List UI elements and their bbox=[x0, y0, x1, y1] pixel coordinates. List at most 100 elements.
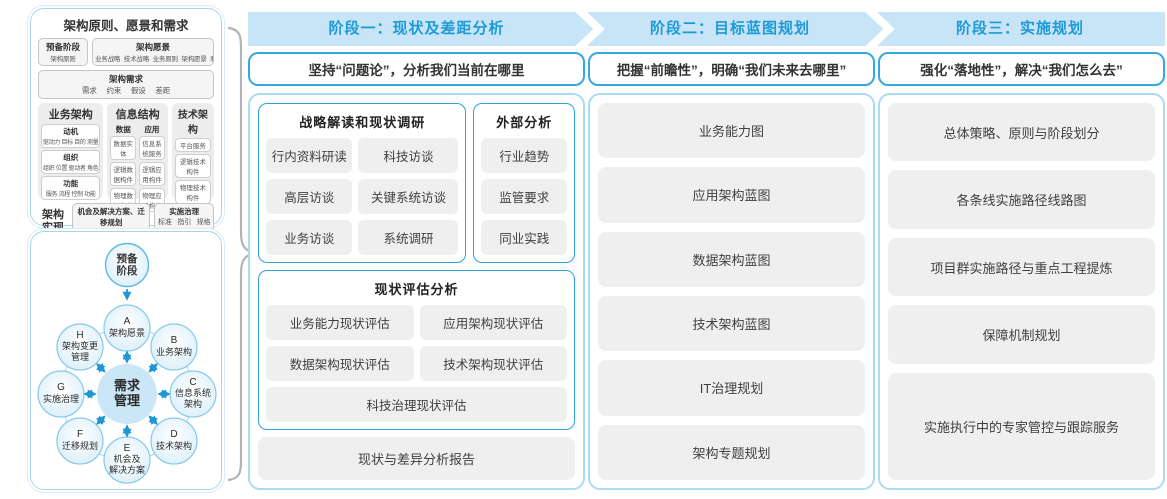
phase3-item: 各条线实施路径线路图 bbox=[888, 170, 1155, 229]
framework-row-domains: 业务架构 动机 驱动力 目标 目的 测量 组织 组织 位置 驱动者 角色 功能 … bbox=[38, 103, 214, 212]
prep-phase-items: 架构原则 bbox=[50, 56, 76, 63]
vision-title: 架构愿景 bbox=[135, 42, 170, 52]
logical-data-box: 逻辑数据构件 bbox=[110, 162, 137, 186]
prep-phase-title: 预备阶段 bbox=[45, 42, 80, 52]
chevron-divider-2 bbox=[865, 12, 895, 46]
framework-title: 架构原则、愿景和需求 bbox=[63, 19, 189, 33]
strategy-research-grid: 行内资料研读 科技访谈 高层访谈 关键系统访谈 业务访谈 系统调研 bbox=[266, 138, 459, 255]
external-item: 监管要求 bbox=[481, 179, 567, 214]
prep-phase-box: 预备阶段 架构原则 bbox=[38, 38, 88, 66]
motivation-items: 驱动力 目标 目的 测量 bbox=[43, 140, 99, 146]
external-item: 同业实践 bbox=[481, 220, 567, 255]
phase2-item: 技术架构蓝图 bbox=[598, 295, 865, 352]
requirements-title: 架构需求 bbox=[108, 74, 143, 84]
node-b-circle bbox=[150, 323, 198, 371]
phase1-top-row: 战略解读和现状调研 行内资料研读 科技访谈 高层访谈 关键系统访谈 业务访谈 系… bbox=[258, 103, 575, 263]
phase-header-band bbox=[248, 12, 1165, 46]
phase2-header: 阶段二：目标蓝图规划 bbox=[649, 20, 810, 37]
phase2-subtitle: 把握“前瞻性”，明确“我们未来去哪里” bbox=[588, 52, 875, 86]
assessment-item: 技术架构现状评估 bbox=[419, 346, 567, 381]
data-column-title: 数据 bbox=[115, 125, 131, 134]
phase3-container: 总体策略、原则与阶段划分 各条线实施路径线路图 项目群实施路径与重点工程提炼 保… bbox=[878, 93, 1165, 490]
information-structure-title: 信息结构 bbox=[115, 109, 160, 121]
technical-architecture-body: 平台服务 逻辑技术构件 物理技术构件 bbox=[174, 138, 211, 204]
adm-cycle-diagram: 预备阶段 需求管理 bbox=[37, 242, 217, 484]
vision-items: 业务战略 技术战略 业务原则 架构愿景 利益相关者 bbox=[95, 56, 213, 63]
phase2-item: 应用架构蓝图 bbox=[598, 167, 865, 223]
requirements-management-label: 需求管理 bbox=[114, 378, 141, 408]
phase3-item: 项目群实施路径与重点工程提炼 bbox=[888, 237, 1155, 297]
technical-architecture-title: 技术架构 bbox=[177, 110, 208, 136]
gap-analysis-report-box: 现状与差异分析报告 bbox=[258, 437, 575, 480]
node-f-circle bbox=[56, 417, 104, 465]
current-assessment-grid: 业务能力现状评估 应用架构现状评估 数据架构现状评估 技术架构现状评估 科技治理… bbox=[266, 305, 567, 422]
current-assessment-box: 现状评估分析 业务能力现状评估 应用架构现状评估 数据架构现状评估 技术架构现状… bbox=[258, 270, 575, 430]
phase3-item: 实施执行中的专家管控与跟踪服务 bbox=[888, 372, 1155, 480]
research-item: 关键系统访谈 bbox=[358, 179, 459, 214]
external-analysis-title: 外部分析 bbox=[496, 115, 553, 130]
function-box: 功能 服务 流程 控制 功能 bbox=[41, 176, 101, 200]
application-column-title: 应用 bbox=[144, 125, 160, 134]
data-column-body: 数据实体 逻辑数据构件 物理数据构件 bbox=[110, 136, 137, 212]
strategy-research-title: 战略解读和现状调研 bbox=[299, 115, 426, 130]
organization-items: 组织 位置 驱动者 角色 bbox=[43, 166, 99, 172]
governance-title: 实施治理 bbox=[169, 207, 200, 216]
business-architecture-body: 动机 驱动力 目标 目的 测量 组织 组织 位置 驱动者 角色 功能 服务 流程… bbox=[41, 124, 101, 200]
research-item: 高层访谈 bbox=[266, 179, 353, 214]
node-d-circle bbox=[150, 417, 198, 465]
center-double-arrows bbox=[83, 350, 171, 438]
realization-label-line1: 架构 bbox=[42, 208, 64, 221]
strategy-research-box: 战略解读和现状调研 行内资料研读 科技访谈 高层访谈 关键系统访谈 业务访谈 系… bbox=[258, 103, 467, 263]
function-title: 功能 bbox=[63, 179, 79, 188]
external-item: 行业趋势 bbox=[481, 138, 567, 173]
info-system-service-box: 信息系统服务 bbox=[139, 136, 165, 160]
requirements-management-circle bbox=[97, 364, 157, 424]
phase2-item: 架构专题规划 bbox=[598, 424, 865, 480]
physical-tech-box: 物理技术构件 bbox=[174, 180, 211, 204]
external-analysis-box: 外部分析 行业趋势 监管要求 同业实践 bbox=[473, 103, 575, 263]
logical-app-box: 逻辑应用构件 bbox=[139, 162, 165, 186]
opportunity-title: 机会及解决方案、迁移规划 bbox=[77, 207, 145, 227]
phase3-item: 保障机制规划 bbox=[888, 305, 1155, 364]
phase1-container: 战略解读和现状调研 行内资料研读 科技访谈 高层访谈 关键系统访谈 业务访谈 系… bbox=[248, 93, 585, 490]
phase2-item: 业务能力图 bbox=[598, 103, 865, 159]
logical-tech-box: 逻辑技术构件 bbox=[174, 154, 211, 178]
framework-row-vision: 预备阶段 架构原则 架构愿景 业务战略 技术战略 业务原则 架构愿景 利益相关者 bbox=[38, 38, 214, 66]
requirements-items: 需求 约束 假设 差距 bbox=[81, 86, 171, 95]
technical-architecture-section: 技术架构 平台服务 逻辑技术构件 物理技术构件 bbox=[171, 103, 214, 204]
research-item: 行内资料研读 bbox=[266, 138, 353, 173]
information-structure-section: 信息结构 数据 数据实体 逻辑数据构件 物理数据构件 应用 信息系统服务 bbox=[107, 103, 168, 212]
phase2-stack: 业务能力图 应用架构蓝图 数据架构蓝图 技术架构蓝图 IT治理规划 架构专题规划 bbox=[598, 103, 865, 480]
assessment-item: 业务能力现状评估 bbox=[266, 305, 414, 340]
phase1-subtitle: 坚持“问题论”，分析我们当前在哪里 bbox=[248, 52, 585, 86]
phase3-item: 总体策略、原则与阶段划分 bbox=[888, 103, 1155, 162]
organization-title: 组织 bbox=[63, 153, 79, 162]
data-entity-box: 数据实体 bbox=[110, 136, 137, 160]
current-assessment-title: 现状评估分析 bbox=[374, 282, 459, 297]
function-items: 服务 流程 控制 功能 bbox=[45, 192, 96, 198]
phase3-header: 阶段三：实施规划 bbox=[955, 20, 1084, 37]
prep-phase-circle bbox=[104, 242, 150, 288]
external-analysis-list: 行业趋势 监管要求 同业实践 bbox=[481, 138, 567, 255]
adm-cycle-panel: 预备阶段 需求管理 bbox=[30, 231, 222, 490]
framework-row-requirements: 架构需求 需求 约束 假设 差距 bbox=[38, 70, 214, 99]
phase2-item: 数据架构蓝图 bbox=[598, 231, 865, 287]
phase3-stack: 总体策略、原则与阶段划分 各条线实施路径线路图 项目群实施路径与重点工程提炼 保… bbox=[888, 103, 1155, 480]
chevron-divider-1 bbox=[575, 12, 605, 46]
phase2-container: 业务能力图 应用架构蓝图 数据架构蓝图 技术架构蓝图 IT治理规划 架构专题规划 bbox=[588, 93, 875, 490]
research-item: 科技访谈 bbox=[358, 138, 459, 173]
organization-box: 组织 组织 位置 驱动者 角色 bbox=[41, 150, 101, 174]
phase3-subtitle: 强化“落地性”，解决“我们怎么去” bbox=[878, 52, 1165, 86]
assessment-item: 科技治理现状评估 bbox=[266, 387, 567, 422]
phase1-header: 阶段一：现状及差距分析 bbox=[328, 20, 505, 37]
requirements-box: 架构需求 需求 约束 假设 差距 bbox=[38, 70, 214, 99]
information-columns: 数据 数据实体 逻辑数据构件 物理数据构件 应用 信息系统服务 逻辑应用构件 物… bbox=[110, 124, 165, 212]
